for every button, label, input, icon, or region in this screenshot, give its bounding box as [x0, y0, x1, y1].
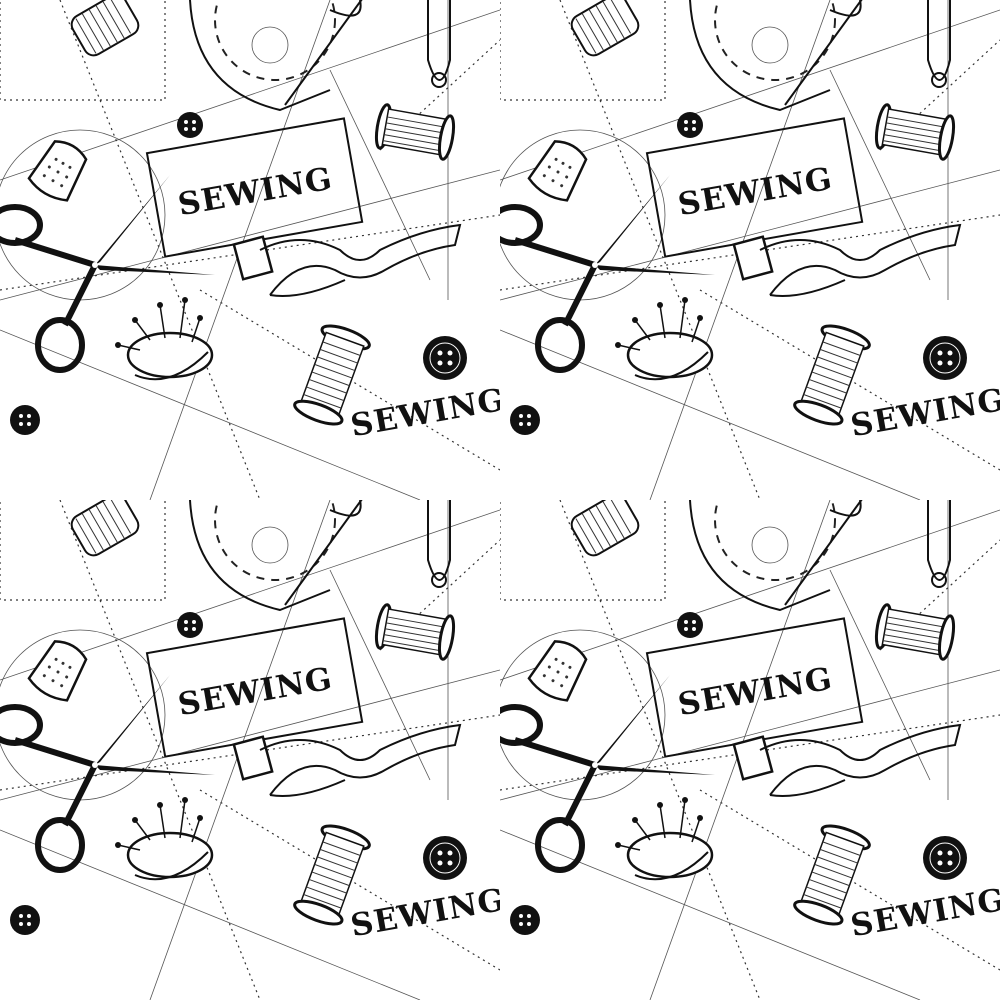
safety-pin-icon: [427, 0, 451, 88]
needle-icon: [284, 0, 363, 106]
dashed-fabric-circle: [189, 0, 336, 112]
button-icon: [10, 405, 40, 435]
thread-spool-icon: [70, 0, 140, 57]
tile-top-right: [490, 0, 1000, 500]
pincushion-icon: [115, 297, 214, 381]
tile-bottom-right: [490, 450, 1000, 1000]
button-icon: [177, 112, 203, 138]
pattern-tile: SEWING: [0, 0, 500, 500]
tile-bottom-left: [0, 450, 508, 1000]
button-icon: [423, 336, 467, 380]
tape-measure-icon: [232, 223, 462, 297]
scissors-icon: [0, 175, 215, 373]
thimble-icon: [27, 140, 88, 202]
tile-top-left: SEWING: [0, 0, 500, 500]
thread-spool-icon: [293, 324, 371, 426]
thread-spool-icon: [374, 103, 456, 161]
